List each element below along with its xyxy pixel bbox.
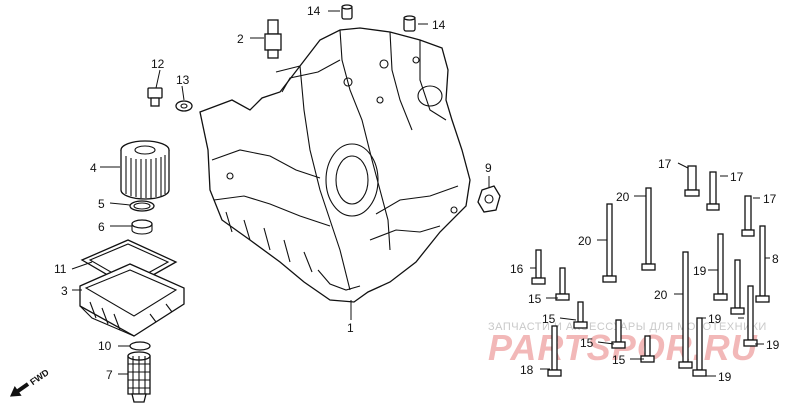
drain-bolt — [147, 87, 163, 107]
bolt-19-d — [692, 317, 707, 377]
label-12: 12 — [151, 57, 165, 71]
oil-pressure-switch — [264, 19, 282, 59]
label-19-c: 19 — [766, 338, 780, 352]
label-17-a: 17 — [658, 157, 672, 171]
bolt-19-b — [730, 259, 745, 315]
oil-filter — [120, 140, 170, 200]
bolt-20-b — [602, 203, 617, 283]
label-15-a: 15 — [528, 292, 542, 306]
o-ring — [129, 200, 155, 212]
label-6: 6 — [98, 220, 105, 234]
leader-lines — [71, 10, 770, 377]
crankcase — [199, 27, 471, 303]
label-14-left: 14 — [307, 4, 321, 18]
fwd-label: FWD — [28, 367, 51, 387]
label-10: 10 — [98, 339, 112, 353]
cap-nut — [477, 185, 501, 213]
label-11: 11 — [54, 262, 67, 276]
callout-labels: 14 14 2 12 13 4 5 6 11 3 10 7 9 1 17 17 … — [54, 4, 780, 384]
dowel-pin-left — [341, 4, 353, 20]
label-15-b: 15 — [542, 312, 556, 326]
label-16: 16 — [510, 262, 524, 276]
bolt-20-c — [678, 251, 693, 369]
label-19-b: 19 — [708, 312, 722, 326]
label-20-b: 20 — [578, 234, 592, 248]
bolt-18 — [547, 325, 562, 377]
bolt-15-a — [555, 267, 570, 301]
label-18: 18 — [520, 363, 534, 377]
bolt-20-a — [641, 187, 656, 271]
bolt-17-a — [684, 165, 700, 197]
bolt-set — [531, 165, 770, 377]
fwd-indicator: FWD — [9, 367, 51, 397]
label-13: 13 — [176, 73, 190, 87]
oil-pan — [79, 263, 185, 337]
label-1: 1 — [347, 321, 354, 335]
label-2: 2 — [237, 32, 244, 46]
bolt-19-c — [743, 285, 758, 347]
label-20-c: 20 — [654, 288, 668, 302]
label-15-d: 15 — [612, 353, 626, 367]
bolt-15-b — [573, 301, 588, 329]
bolt-16 — [531, 249, 546, 285]
label-4: 4 — [90, 161, 97, 175]
bolt-17-b — [706, 171, 720, 211]
filter-spring — [131, 219, 153, 235]
label-15-c: 15 — [580, 336, 594, 350]
label-9: 9 — [485, 161, 492, 175]
fwd-arrow-icon — [9, 382, 30, 397]
label-14-right: 14 — [432, 18, 446, 32]
label-7: 7 — [106, 368, 113, 382]
dowel-pin-right — [403, 15, 416, 32]
label-19-d: 19 — [718, 370, 732, 384]
strainer-o-ring — [129, 341, 151, 351]
label-20-a: 20 — [616, 190, 630, 204]
label-5: 5 — [98, 197, 105, 211]
sealing-washer — [175, 100, 193, 112]
oil-strainer — [127, 351, 151, 403]
label-19-a: 19 — [693, 264, 707, 278]
label-8: 8 — [772, 252, 779, 266]
label-3: 3 — [61, 284, 68, 298]
bolt-19-a — [713, 233, 728, 301]
bolt-17-c — [741, 195, 755, 237]
label-17-c: 17 — [763, 192, 777, 206]
label-17-b: 17 — [730, 170, 744, 184]
bolt-15-c — [611, 319, 626, 349]
bolt-8 — [755, 225, 770, 303]
